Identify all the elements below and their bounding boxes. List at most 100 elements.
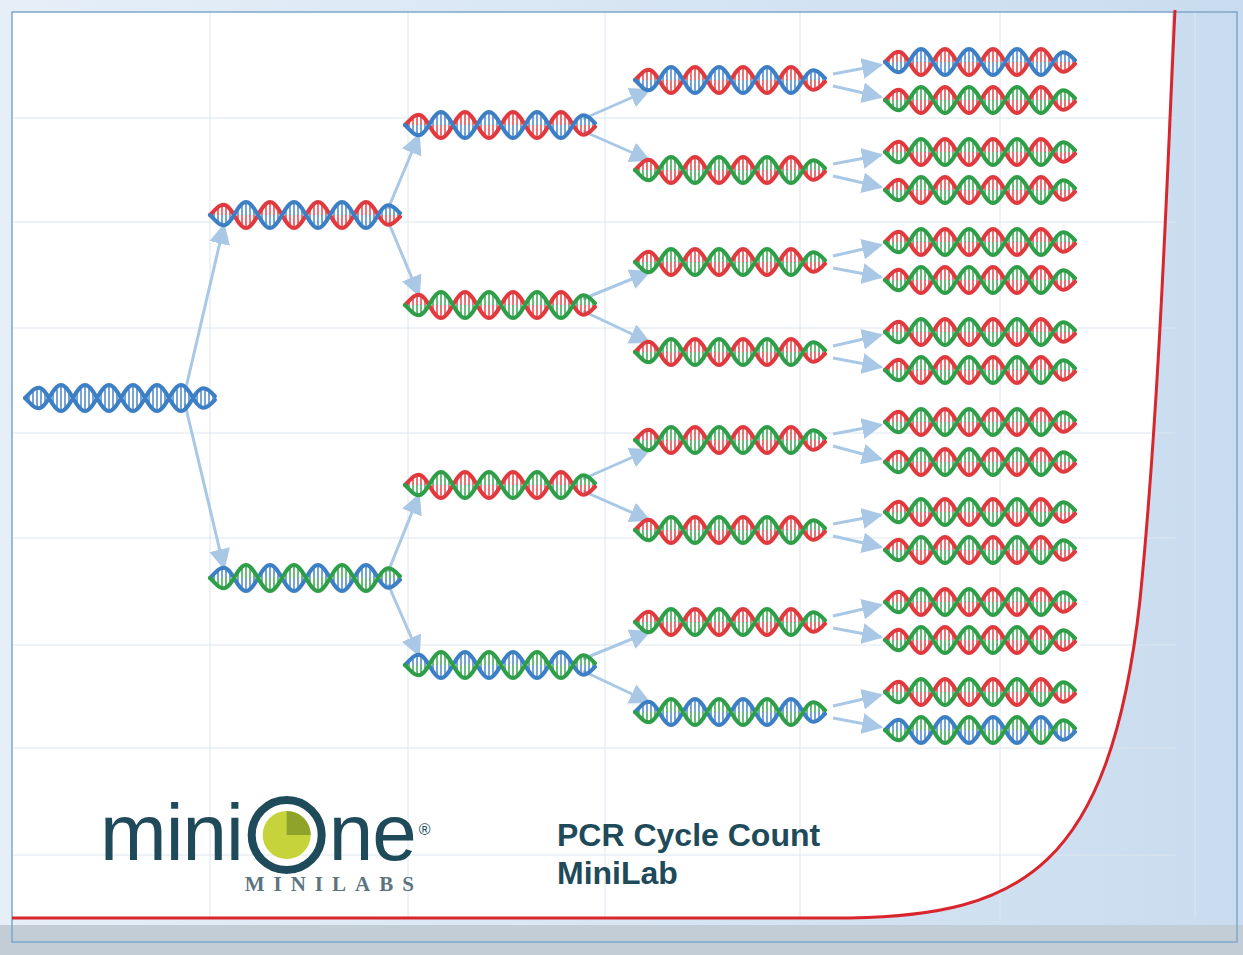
dna-strand	[210, 565, 400, 591]
dna-strand	[885, 139, 1075, 165]
branch-arrow	[583, 450, 649, 479]
dna-helix	[635, 427, 825, 453]
dna-helix	[885, 267, 1075, 293]
dna-strand	[885, 229, 1075, 255]
branch-arrow	[583, 491, 649, 520]
branch-arrow	[833, 425, 881, 434]
dna-strand	[885, 357, 1075, 383]
grid-line	[12, 433, 1175, 434]
dna-strand	[635, 609, 825, 635]
frame	[12, 12, 1237, 942]
dna-helix	[885, 357, 1075, 383]
dna-strand	[635, 517, 825, 543]
branch-arrow	[388, 221, 419, 295]
grid-line	[800, 12, 801, 918]
bottom-strip	[0, 925, 1243, 955]
dna-strand	[885, 139, 1075, 165]
dna-strand	[885, 49, 1075, 75]
branch-arrows	[185, 65, 881, 727]
dna-strand	[405, 652, 595, 678]
dna-strand	[885, 177, 1075, 203]
dna-helix	[885, 177, 1075, 203]
grid-line	[12, 748, 1175, 749]
branch-arrow	[833, 268, 881, 277]
branch-arrow	[833, 176, 881, 187]
branch-arrow	[583, 90, 649, 119]
dna-helix	[635, 699, 825, 725]
branch-arrow	[833, 515, 881, 524]
dna-helix	[635, 609, 825, 635]
dna-helix	[210, 565, 400, 591]
branch-arrow	[833, 358, 881, 367]
dna-strand	[25, 385, 215, 411]
branch-arrow	[388, 135, 419, 209]
branch-arrow	[833, 536, 881, 547]
branch-arrow	[833, 65, 881, 74]
dna-helix	[885, 409, 1075, 435]
grid-line	[408, 12, 409, 918]
branch-arrow	[583, 632, 649, 659]
dna-strand	[885, 49, 1075, 75]
grid-line	[12, 222, 1175, 223]
dna-strand	[635, 249, 825, 275]
dna-strand	[635, 157, 825, 183]
branch-arrow	[583, 671, 649, 702]
dna-helix	[405, 652, 595, 678]
dna-strand	[635, 67, 825, 93]
dna-strand	[405, 652, 595, 678]
dna-strand	[635, 699, 825, 725]
branch-arrow	[388, 584, 419, 655]
branch-arrow	[833, 155, 881, 164]
dna-helix	[405, 472, 595, 498]
dna-strand	[405, 112, 595, 138]
growth-curve	[12, 10, 1175, 918]
branch-arrow	[833, 628, 881, 637]
dna-strand	[210, 565, 400, 591]
grid-line	[12, 118, 1175, 119]
dna-strand	[885, 267, 1075, 293]
dna-strand	[885, 267, 1075, 293]
white-panel	[12, 12, 1172, 918]
branch-arrow	[833, 245, 881, 256]
dna-strand	[635, 427, 825, 453]
dna-helix	[210, 202, 400, 228]
dna-strand	[405, 292, 595, 318]
dna-helix	[885, 229, 1075, 255]
dna-strand	[210, 202, 400, 228]
dna-helix	[635, 339, 825, 365]
dna-strand	[885, 357, 1075, 383]
dna-helix	[885, 139, 1075, 165]
grid-line	[605, 12, 606, 918]
dna-helix	[885, 49, 1075, 75]
branch-arrow	[833, 86, 881, 97]
dna-strand	[210, 202, 400, 228]
dna-strand	[885, 319, 1075, 345]
dna-helix	[635, 249, 825, 275]
branch-arrow	[388, 495, 419, 572]
branch-arrow	[185, 404, 224, 568]
dna-strand	[405, 292, 595, 318]
dna-strand	[885, 319, 1075, 345]
branch-arrow	[583, 272, 649, 299]
branch-arrow	[833, 695, 881, 706]
dna-strand	[885, 229, 1075, 255]
dna-strand	[405, 472, 595, 498]
branch-arrow	[833, 718, 881, 727]
grid-line	[12, 538, 1175, 539]
dna-strand	[885, 177, 1075, 203]
dna-strand	[885, 87, 1075, 113]
dna-helix	[635, 67, 825, 93]
dna-strand	[405, 472, 595, 498]
branch-arrow	[583, 311, 649, 342]
dna-helix	[25, 385, 215, 411]
dna-strand	[885, 87, 1075, 113]
dna-helices	[25, 49, 1075, 743]
dna-strand	[635, 339, 825, 365]
dna-helix	[635, 517, 825, 543]
dna-strand	[405, 112, 595, 138]
dna-strand	[25, 385, 215, 411]
dna-strand	[635, 67, 825, 93]
dna-strand	[635, 517, 825, 543]
branch-arrow	[185, 225, 224, 392]
